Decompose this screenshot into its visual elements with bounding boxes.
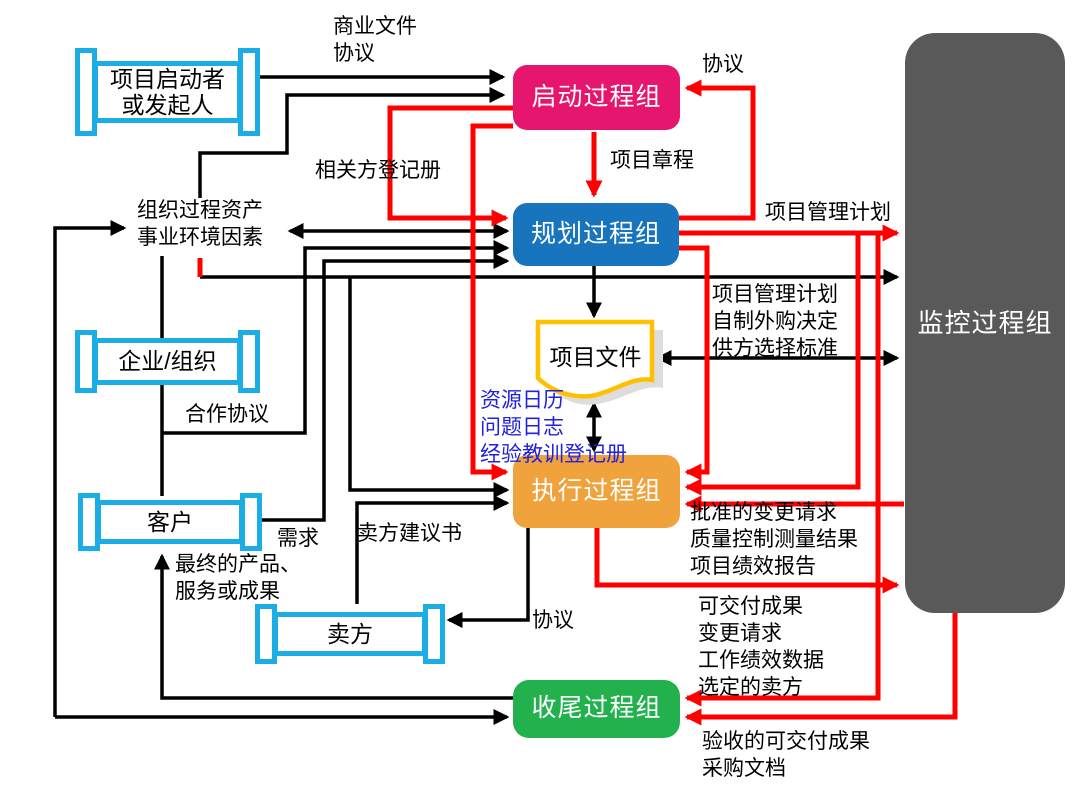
label-business-documents: 商业文件 协议: [333, 15, 417, 65]
project-documents-shape: [535, 319, 663, 405]
node-monitoring-process-group: 监控过程组: [905, 33, 1065, 613]
edge-executing-to-seller-agreement: [446, 528, 530, 629]
actor-seller-label: 卖方: [273, 612, 427, 656]
project-documents-label: 项目文件: [549, 344, 642, 370]
label-monitor-to-exec: 批准的变更请求 质量控制测量结果 项目绩效报告: [690, 501, 858, 578]
edge-opa-to-executing: [348, 277, 510, 499]
edge-executing-to-monitoring: [594, 528, 900, 594]
label-agreement-seller: 协议: [532, 609, 574, 632]
edge-seller-proposals-to-executing: [355, 494, 510, 604]
edge-initiating-to-planning-stakeholder-register: [387, 105, 513, 227]
edge-planning-to-initiating-agreement: [679, 79, 756, 221]
edge-planning-to-executing-right: [679, 245, 710, 481]
label-requirements: 需求: [277, 527, 319, 550]
actor-seller: 卖方: [255, 604, 445, 664]
edge-left-rail-to-opa: [53, 219, 127, 717]
label-project-charter: 项目章程: [610, 149, 694, 172]
edge-cooperation-agreement-to-planning: [162, 239, 510, 435]
edge-monitoring-to-closing: [684, 612, 958, 726]
label-cooperation-agreement: 合作协议: [185, 403, 269, 426]
actor-customer-label: 客户: [96, 500, 244, 544]
label-stakeholder-register: 相关方登记册: [315, 159, 441, 182]
actor-enterprise: 企业/组织: [75, 330, 260, 393]
edge-initiating-to-executing-left: [470, 123, 513, 481]
label-registers-blue: 资源日历 问题日志 经验教训登记册: [480, 389, 627, 466]
node-initiating-process-group: 启动过程组: [513, 65, 680, 130]
label-opa-eef: 组织过程资产 事业环境因素: [137, 199, 263, 249]
label-accepted-deliverables: 验收的可交付成果 采购文档: [702, 730, 870, 780]
actor-project-initiator-label: 项目启动者 或发起人: [93, 61, 242, 123]
node-planning-process-group: 规划过程组: [513, 203, 679, 266]
edge-opa-to-initiating: [198, 86, 506, 198]
label-pm-plan: 项目管理计划: [765, 201, 891, 224]
edge-planning-to-closing-branch: [684, 233, 881, 707]
label-pm-plan-make-buy: 项目管理计划 自制外购决定 供方选择标准: [712, 283, 838, 360]
actor-customer: 客户: [78, 493, 262, 551]
label-final-product: 最终的产品、 服务或成果: [175, 553, 301, 603]
node-executing-process-group: 执行过程组: [513, 455, 680, 528]
actor-enterprise-label: 企业/组织: [93, 338, 242, 385]
actor-project-initiator: 项目启动者 或发起人: [75, 48, 260, 136]
edge-requirements-to-planning: [258, 252, 510, 522]
node-closing-process-group: 收尾过程组: [513, 680, 680, 738]
label-agreement-top: 协议: [702, 53, 744, 76]
edge-planning-to-executing-branch: [684, 233, 861, 496]
label-seller-proposals: 卖方建议书: [357, 522, 462, 545]
label-exec-to-monitor: 可交付成果 变更请求 工作绩效数据 选定的卖方: [698, 595, 824, 699]
edge-closing-to-customer-final-product: [153, 553, 513, 700]
